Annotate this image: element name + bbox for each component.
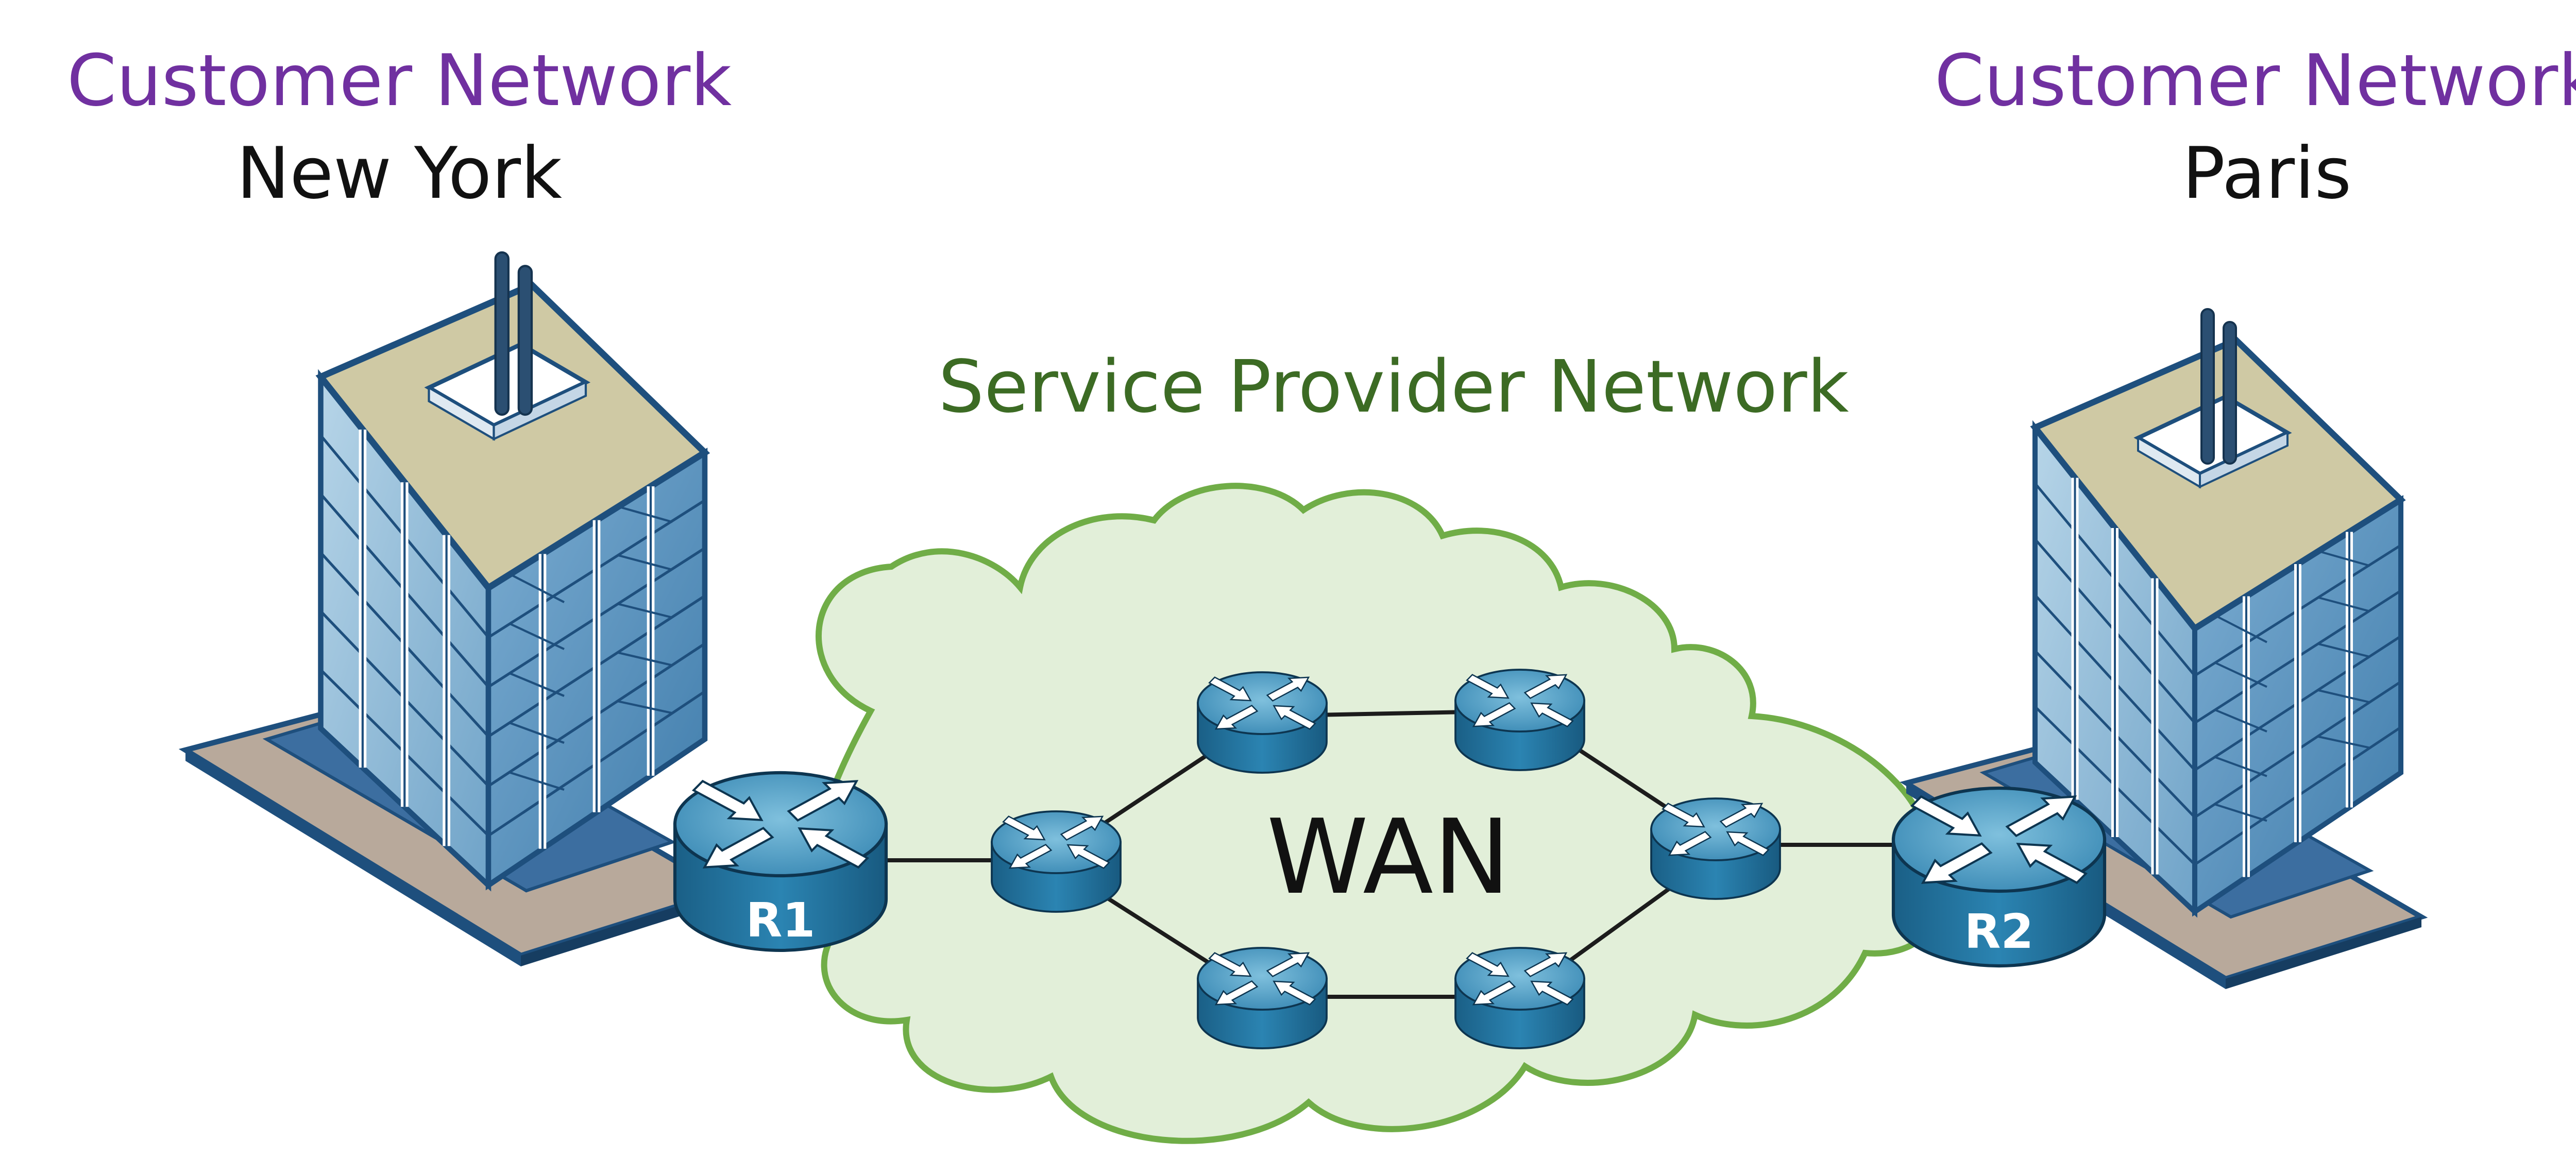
wan-label: WAN (1266, 797, 1511, 917)
router-icon (1454, 669, 1585, 771)
router-icon (1197, 947, 1328, 1049)
building-icon (178, 251, 733, 966)
router-arrows-icon (1466, 952, 1574, 1006)
router-r2-label: R2 (1964, 904, 2034, 959)
site-city-nyc: New York (236, 132, 562, 215)
router-arrows-icon (1662, 803, 1770, 856)
site-title-nyc: Customer Network (66, 39, 732, 122)
site-title-paris: Customer Network (1934, 39, 2576, 122)
router-r1-label: R1 (746, 893, 816, 948)
antenna-icon (494, 251, 533, 416)
router-icon (1650, 797, 1781, 900)
site-city-paris: Paris (2182, 132, 2352, 215)
antenna-icon (2200, 308, 2237, 465)
router-r2[interactable] (1891, 786, 2107, 968)
router-arrows-icon (1208, 676, 1316, 730)
provider-title: Service Provider Network (938, 345, 1849, 429)
router-arrows-icon (1002, 815, 1110, 869)
router-icon (1197, 671, 1328, 774)
router-arrows-icon (1910, 795, 2088, 884)
router-r1[interactable] (673, 771, 888, 952)
router-arrows-icon (1466, 674, 1574, 727)
router-arrows-icon (691, 779, 870, 869)
router-arrows-icon (1208, 952, 1316, 1006)
router-icon (1454, 947, 1585, 1049)
router-icon (991, 810, 1122, 913)
